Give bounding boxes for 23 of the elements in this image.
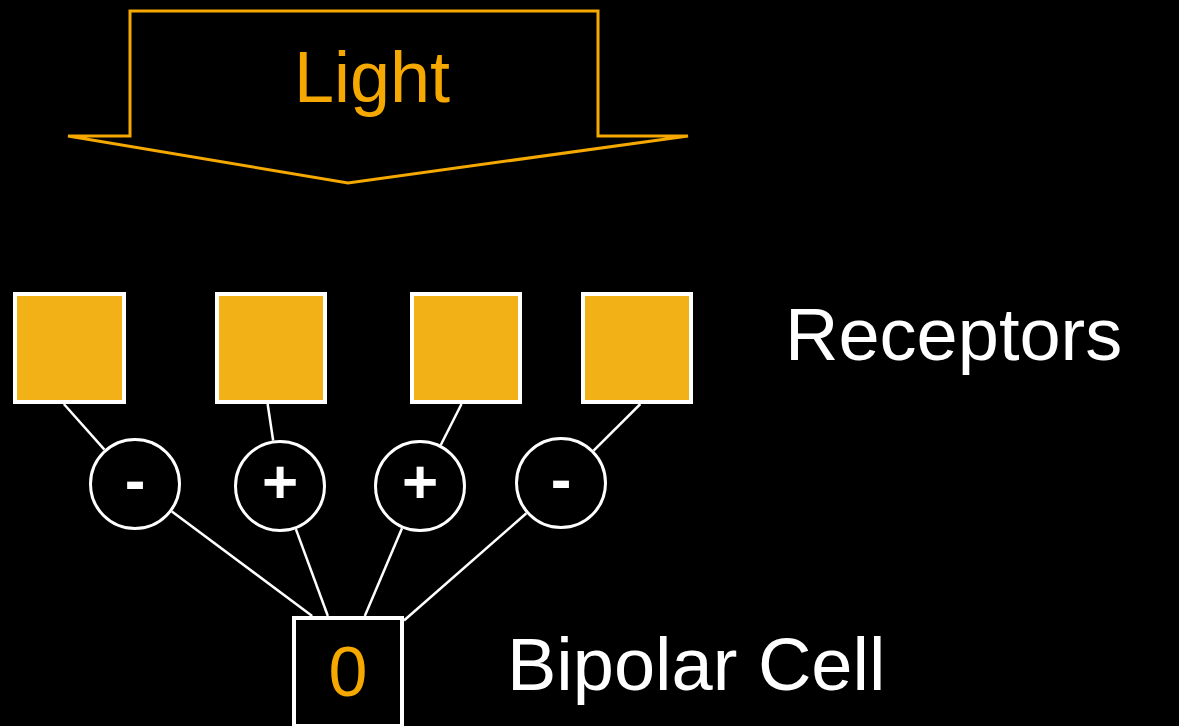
- connector-line: [266, 403, 275, 441]
- cell-box: [292, 616, 404, 726]
- sign-circle: [515, 437, 607, 529]
- receptor-box: [410, 292, 522, 404]
- sign-circle: [234, 440, 326, 532]
- connector-line: [439, 403, 463, 446]
- receptor-box: [215, 292, 327, 404]
- connector-line: [592, 403, 642, 452]
- connector-line: [403, 512, 528, 622]
- receptor-box: [13, 292, 126, 404]
- sign-label: -: [124, 449, 146, 511]
- connector-line: [171, 510, 313, 617]
- sign-label: +: [401, 451, 439, 513]
- sign-label: -: [550, 448, 572, 510]
- value-label: 0: [328, 637, 368, 707]
- connector-line: [363, 527, 404, 617]
- sign-circle: [89, 438, 181, 530]
- receptor-box: [581, 292, 693, 404]
- connector-line: [62, 403, 106, 451]
- block-arrow: [66, 8, 690, 186]
- connector-line: [294, 528, 329, 617]
- sign-circle: [374, 440, 466, 532]
- sign-label: +: [261, 451, 299, 513]
